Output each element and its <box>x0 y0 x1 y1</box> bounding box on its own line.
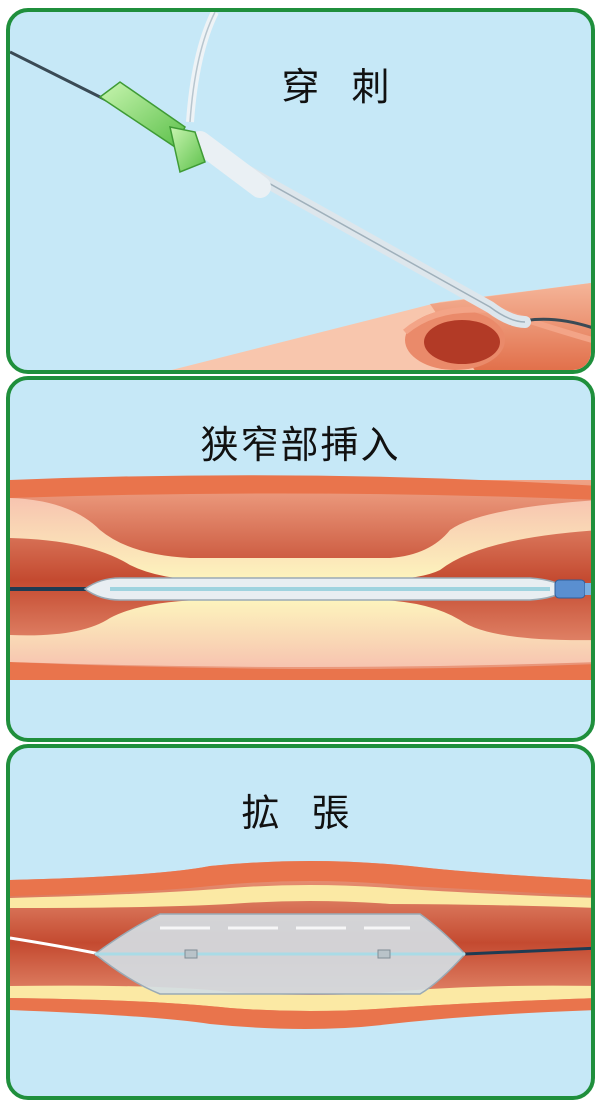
panel-insertion: 狭窄部挿入 <box>6 376 595 742</box>
guide-wire <box>10 52 110 102</box>
panel-title-dilation: 拡 張 <box>10 782 591 837</box>
marker-band-left <box>185 950 197 958</box>
panel-puncture: 穿 刺 <box>6 8 595 374</box>
panel-title-puncture: 穿 刺 <box>130 56 551 111</box>
sheath-body <box>200 142 260 187</box>
panel-title-insertion: 狭窄部挿入 <box>10 414 591 469</box>
marker-band-right <box>378 950 390 958</box>
catheter-shaft <box>555 580 585 598</box>
panel-dilation: 拡 張 <box>6 744 595 1100</box>
